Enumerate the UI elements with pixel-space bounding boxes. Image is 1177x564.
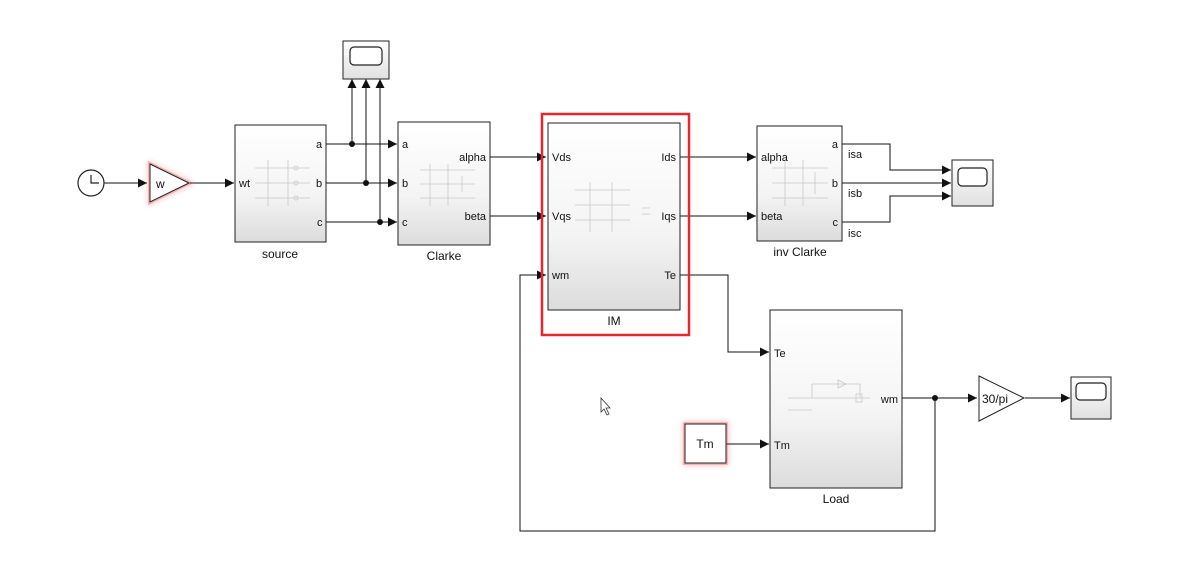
port-label-wm: wm <box>880 394 898 406</box>
clock-block[interactable] <box>77 169 105 197</box>
signal-label-isb: isb <box>848 188 862 200</box>
wire-isa[interactable] <box>842 143 951 175</box>
wire-te[interactable] <box>680 274 769 357</box>
inv-clarke-block[interactable]: alpha beta a b c inv Clarke <box>756 125 843 259</box>
port-label-te: Te <box>774 348 786 360</box>
port-label-c: c <box>833 217 839 229</box>
port-label-a: a <box>402 139 409 151</box>
port-label-alpha: alpha <box>459 152 487 164</box>
block-name-clarke: Clarke <box>427 249 462 263</box>
scope-icon <box>957 167 988 187</box>
junction-dot <box>363 180 369 186</box>
im-block[interactable]: Vds Vqs wm Ids Iqs Te IM <box>540 112 691 337</box>
wire-feedback-wm[interactable] <box>519 270 936 532</box>
port-label-b: b <box>402 178 408 190</box>
subsystem-preview-icon <box>788 379 870 411</box>
constant-tm-label: Tm <box>696 437 713 451</box>
scope-icon <box>1075 382 1107 401</box>
port-label-wt: wt <box>238 178 250 190</box>
port-label-beta: beta <box>761 211 783 223</box>
junction-dot <box>932 395 938 401</box>
port-label-c: c <box>402 217 408 229</box>
port-label-vqs: Vqs <box>552 211 571 223</box>
port-label-vds: Vds <box>552 152 571 164</box>
subsystem-preview-icon <box>420 164 475 206</box>
scope-block-1[interactable] <box>342 40 390 80</box>
signal-label-isa: isa <box>848 149 863 161</box>
junction-dot <box>377 219 383 225</box>
constant-tm-block[interactable]: Tm <box>683 422 728 465</box>
load-block[interactable]: Te Tm wm Load <box>769 309 903 506</box>
port-label-iqs: Iqs <box>661 211 676 223</box>
scope-icon <box>349 46 383 66</box>
block-name-im: IM <box>607 314 620 328</box>
junction-dot <box>349 141 355 147</box>
wire-isc[interactable] <box>842 191 951 223</box>
port-label-wm: wm <box>551 270 569 282</box>
gain-w-block[interactable]: w <box>148 160 194 206</box>
gain-30pi-block[interactable]: 30/pi <box>978 375 1026 422</box>
gain-w-label: w <box>155 177 165 191</box>
port-label-a: a <box>316 139 323 151</box>
scope-block-3[interactable] <box>1070 376 1112 420</box>
signal-lines <box>104 79 1070 532</box>
block-name-inv-clarke: inv Clarke <box>773 245 827 259</box>
clock-icon <box>90 175 99 184</box>
port-label-c: c <box>317 217 323 229</box>
port-label-b: b <box>316 178 322 190</box>
subsystem-preview-icon <box>575 182 650 232</box>
subsystem-preview-icon <box>255 160 310 206</box>
port-label-ids: Ids <box>661 152 676 164</box>
clarke-block[interactable]: a b c alpha beta Clarke <box>397 121 491 263</box>
port-label-b: b <box>832 178 838 190</box>
block-name-load: Load <box>823 492 850 506</box>
port-label-alpha: alpha <box>761 152 789 164</box>
port-label-te: Te <box>664 270 676 282</box>
subsystem-preview-icon <box>772 160 828 206</box>
mouse-cursor-icon <box>600 396 611 416</box>
gain-30pi-label: 30/pi <box>982 392 1008 406</box>
port-label-beta: beta <box>465 211 487 223</box>
signal-label-isc: isc <box>848 228 862 240</box>
selection-highlight <box>540 112 691 337</box>
port-label-a: a <box>832 139 839 151</box>
source-block[interactable]: wt a b c source <box>234 124 327 261</box>
port-label-tm: Tm <box>774 440 790 452</box>
block-name-source: source <box>262 247 298 261</box>
scope-block-2[interactable] <box>951 159 994 207</box>
